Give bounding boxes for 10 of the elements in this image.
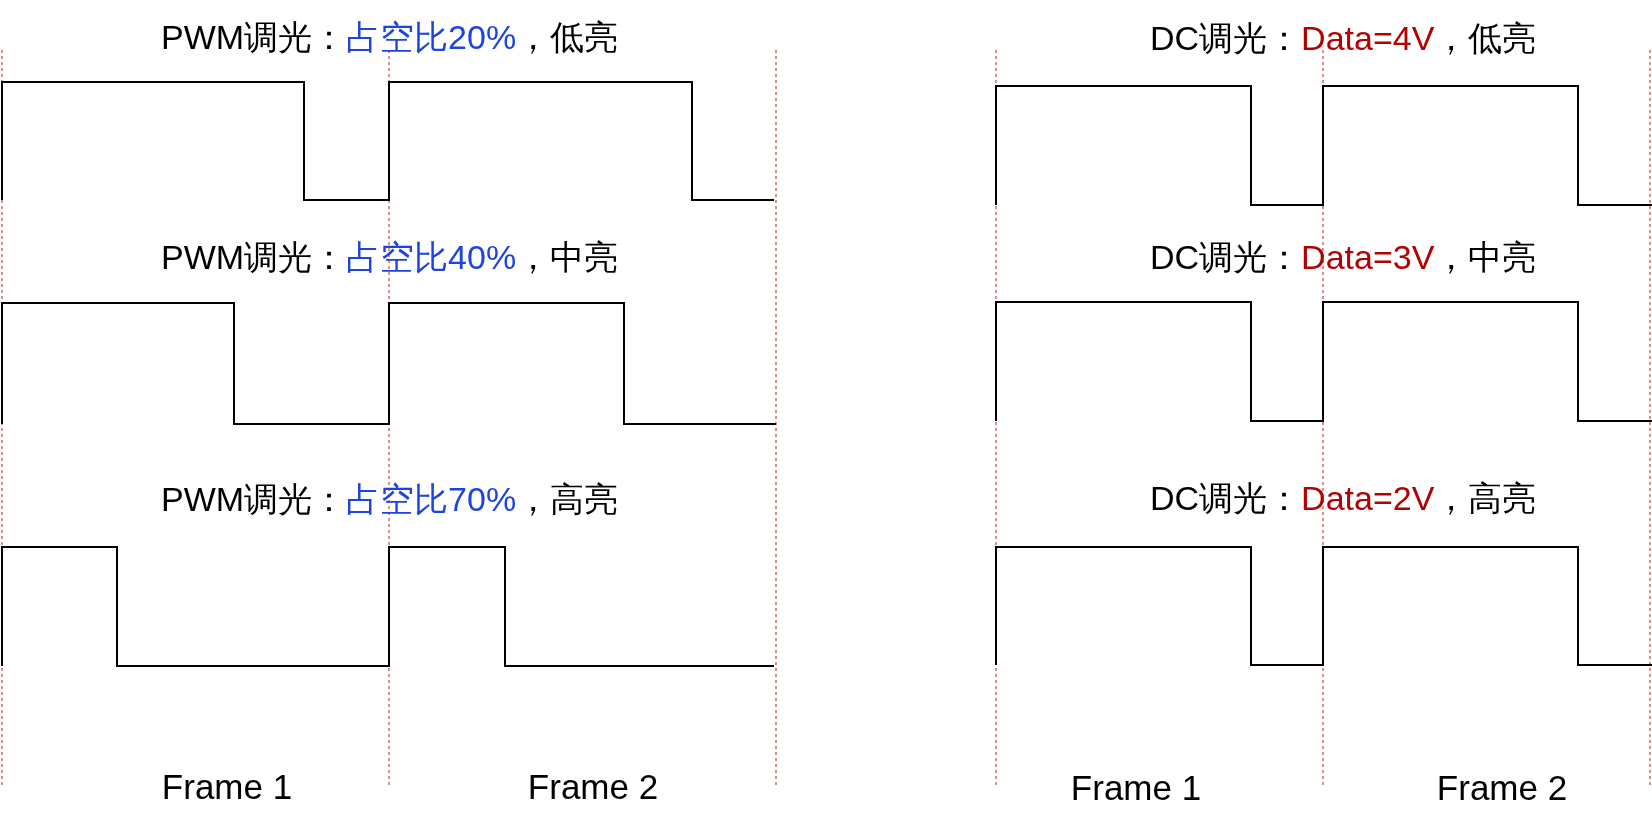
waveform-title: DC调光：Data=3V，中亮 xyxy=(1150,237,1537,277)
waveform-title: PWM调光：占空比70%，高亮 xyxy=(161,479,619,519)
frame-label: Frame 1 xyxy=(161,767,293,807)
frame-label: Frame 2 xyxy=(1436,768,1568,808)
waveform-title: PWM调光：占空比40%，中亮 xyxy=(161,237,619,277)
waveform-title: DC调光：Data=4V，低亮 xyxy=(1150,18,1537,58)
waveform-title: DC调光：Data=2V，高亮 xyxy=(1150,478,1537,518)
waveform-title: PWM调光：占空比20%，低亮 xyxy=(161,17,619,57)
frame-label: Frame 1 xyxy=(1070,768,1202,808)
frame-label: Frame 2 xyxy=(527,767,659,807)
